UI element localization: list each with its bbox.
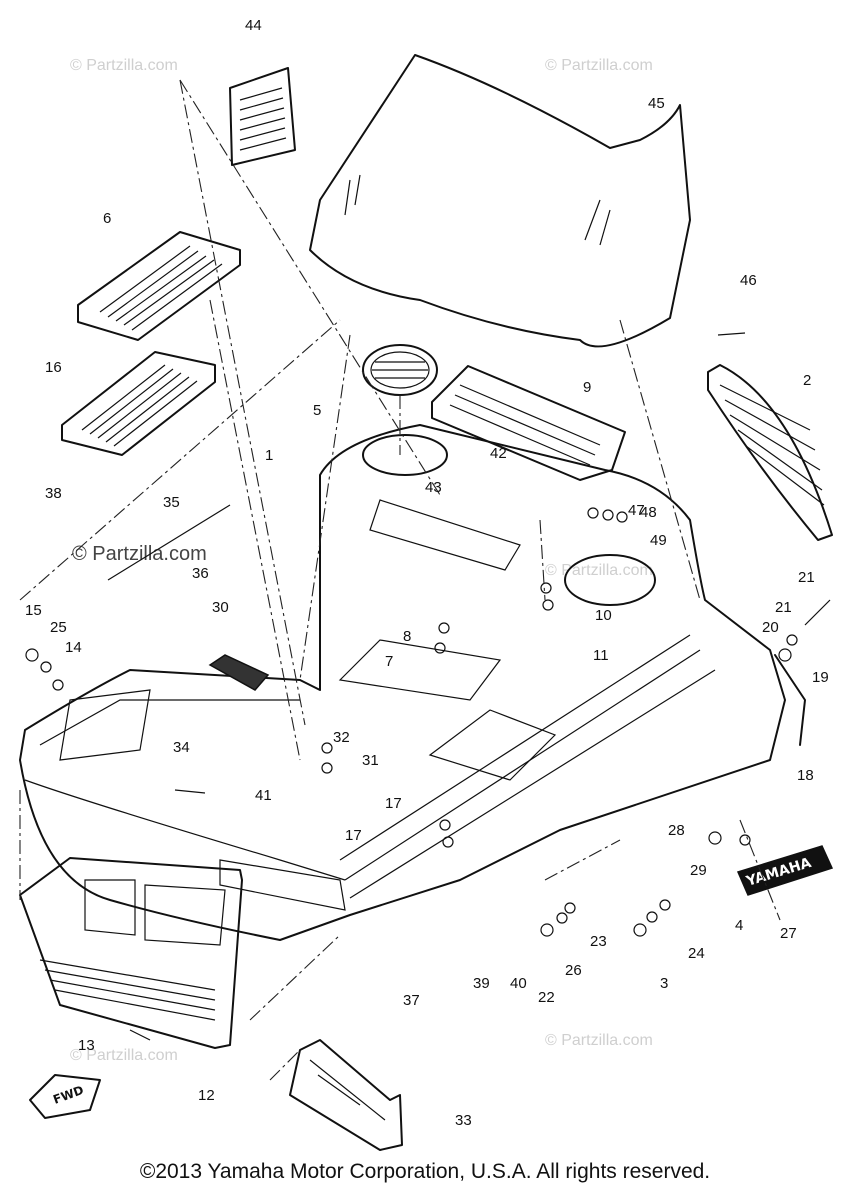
top-grille bbox=[431, 365, 626, 481]
callout-32: 31 bbox=[362, 752, 379, 769]
callout-18: 17 bbox=[385, 795, 402, 812]
callout-5: 5 bbox=[313, 402, 321, 419]
yamaha-emblem: YAMAHA bbox=[736, 845, 834, 896]
callout-42: 41 bbox=[255, 787, 272, 804]
round-vent bbox=[362, 344, 438, 396]
watermark: © Partzilla.com bbox=[72, 543, 207, 565]
callout-14: 14 bbox=[65, 639, 82, 656]
callout-50: 49 bbox=[650, 532, 667, 549]
callout-1: 1 bbox=[265, 447, 273, 464]
callout-46: 45 bbox=[648, 95, 665, 112]
callout-10: 10 bbox=[595, 607, 612, 624]
callout-16: 16 bbox=[45, 359, 62, 376]
latch bbox=[208, 654, 270, 691]
callout-21a: 21 bbox=[775, 599, 792, 616]
callout-6: 6 bbox=[103, 210, 111, 227]
callout-27: 26 bbox=[565, 962, 582, 979]
decal-label bbox=[229, 67, 296, 166]
callout-25: 24 bbox=[688, 945, 705, 962]
callout-20: 19 bbox=[812, 669, 829, 686]
watermark: © Partzilla.com bbox=[70, 1047, 178, 1064]
callout-12: 12 bbox=[198, 1087, 215, 1104]
front-grille bbox=[19, 857, 243, 1049]
callout-21b: 20 bbox=[762, 619, 779, 636]
callout-49-text: 48 bbox=[640, 504, 657, 521]
callout-44: 43 bbox=[425, 479, 442, 496]
watermark: © Partzilla.com bbox=[545, 57, 653, 74]
callout-7: 7 bbox=[385, 653, 393, 670]
hood-body bbox=[19, 424, 786, 941]
vent-grille-6 bbox=[77, 231, 241, 341]
fwd-text: FWD bbox=[51, 1083, 85, 1107]
hinge-bracket bbox=[289, 1039, 403, 1151]
callout-33: 32 bbox=[333, 729, 350, 746]
callout-47: 46 bbox=[740, 272, 757, 289]
callout-37: 36 bbox=[192, 565, 209, 582]
callout-34: 33 bbox=[455, 1112, 472, 1129]
callout-48: 47 bbox=[628, 502, 645, 519]
callout-45: 44 bbox=[245, 17, 262, 34]
callout-29: 28 bbox=[668, 822, 685, 839]
callout-35: 34 bbox=[173, 739, 190, 756]
callout-26: 25 bbox=[50, 619, 67, 636]
windshield bbox=[309, 54, 691, 348]
side-grille bbox=[707, 364, 833, 541]
callout-31: 30 bbox=[212, 599, 229, 616]
callout-36: 35 bbox=[163, 494, 180, 511]
callout-15: 15 bbox=[25, 602, 42, 619]
copyright-notice: ©2013 Yamaha Motor Corporation, U.S.A. A… bbox=[139, 1160, 711, 1183]
callout-23: 22 bbox=[538, 989, 555, 1006]
callout-11: 11 bbox=[593, 647, 609, 664]
callout-28: 27 bbox=[780, 925, 797, 942]
leader-lines bbox=[19, 79, 781, 1081]
watermark: © Partzilla.com bbox=[545, 562, 653, 579]
callout-9: 9 bbox=[583, 379, 591, 396]
fasteners bbox=[25, 332, 831, 1041]
callout-2: 2 bbox=[803, 372, 811, 389]
callout-19: 18 bbox=[797, 767, 814, 784]
callout-3: 3 bbox=[660, 975, 668, 992]
callout-22: 21 bbox=[798, 569, 815, 586]
callout-40: 39 bbox=[473, 975, 490, 992]
callout-38: 37 bbox=[403, 992, 420, 1009]
watermark: © Partzilla.com bbox=[70, 57, 178, 74]
callout-13: 13 bbox=[78, 1037, 95, 1054]
watermarks: © Partzilla.com © Partzilla.com © Partzi… bbox=[70, 57, 653, 1064]
callout-43: 42 bbox=[490, 445, 507, 462]
vent-grille-16 bbox=[61, 351, 216, 456]
callout-30: 29 bbox=[690, 862, 707, 879]
callout-39: 38 bbox=[45, 485, 62, 502]
callouts: 44 45 6 46 16 2 5 9 1 42 43 38 35 47 48 … bbox=[25, 17, 829, 1129]
callout-17-text: 17 bbox=[345, 827, 362, 844]
callout-41: 40 bbox=[510, 975, 527, 992]
fwd-marker: FWD bbox=[29, 1074, 101, 1119]
callout-24: 23 bbox=[590, 933, 607, 950]
callout-8: 8 bbox=[403, 628, 411, 645]
watermark: © Partzilla.com bbox=[545, 1032, 653, 1049]
callout-4: 4 bbox=[735, 917, 743, 934]
